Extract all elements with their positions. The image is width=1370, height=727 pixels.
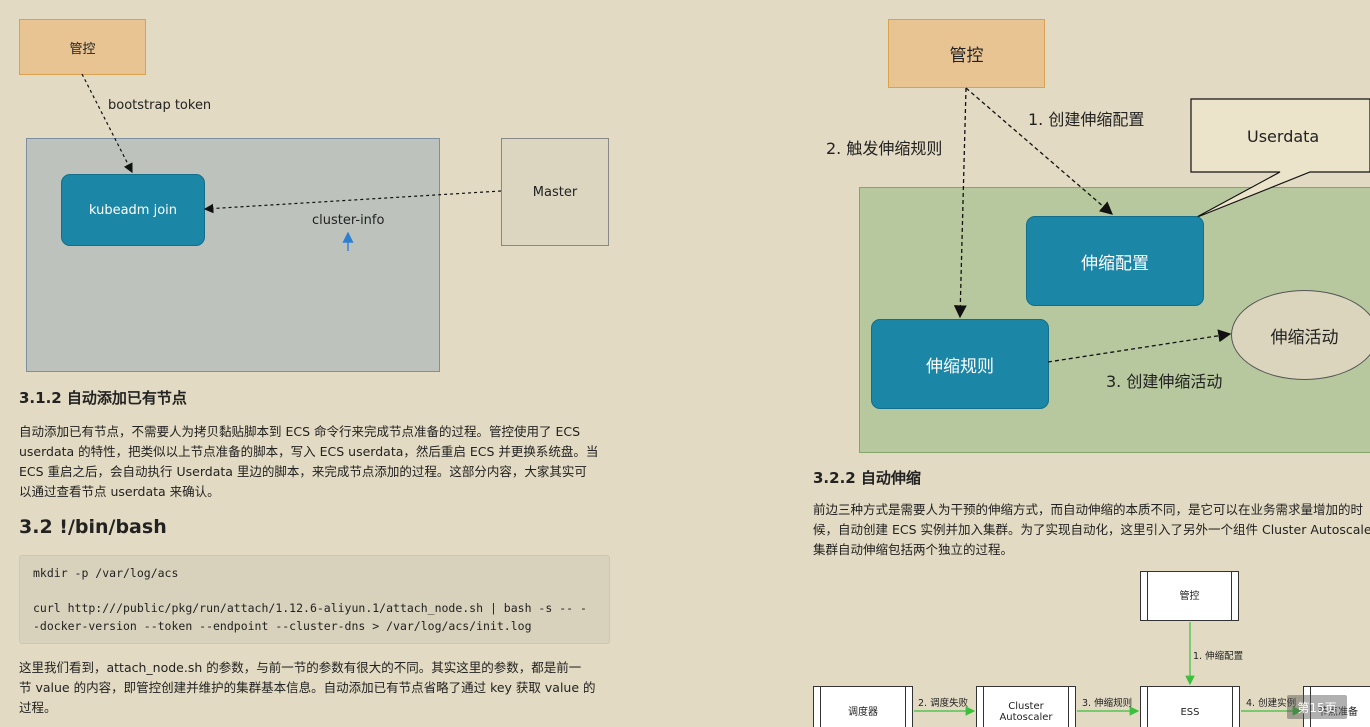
paragraph-line: 集群自动伸缩包括两个独立的过程。 [813,542,1014,557]
page-indicator-label: 第15页 [1297,700,1337,715]
page-indicator: 第15页 [1287,695,1347,719]
diagram3-arrows [914,622,1303,716]
fc-step2-label: 2. 调度失败 [918,698,969,709]
fc-node-prepare-box: 节点准备 [1303,686,1370,727]
paragraph-line: 以通过查看节点 userdata 来确认。 [19,484,220,499]
master-label: Master [532,184,578,200]
diagram1-arrows [81,73,502,251]
diagram2-arrows [953,87,1232,363]
cluster-info-label: cluster-info [312,213,385,228]
section-312-heading: 3.1.2 自动添加已有节点 [19,389,187,407]
left-page: 管控 kubeadm join Master bootstrap token c… [0,0,640,727]
scaling-activity-label: 伸缩活动 [1270,327,1339,348]
cluster-info-arrow [203,190,502,214]
scaling-config-box: 伸缩配置 [1026,216,1204,306]
step2-label: 2. 触发伸缩规则 [826,139,943,158]
scaling-config-label: 伸缩配置 [1081,253,1149,274]
control-box-label: 管控 [69,41,96,57]
section-322-paragraph: 前边三种方式是需要人为干预的伸缩方式，而自动伸缩的本质不同，是它可以在业务需求量… [813,500,1370,560]
step2-arrow [953,87,967,319]
bootstrap-arrow [81,73,133,174]
scaling-rule-box: 伸缩规则 [871,319,1049,409]
kubeadm-join-label: kubeadm join [88,202,178,218]
control-box: 管控 [888,19,1045,88]
section-32-paragraph: 这里我们看到，attach_node.sh 的参数，与前一节的参数有很大的不同。… [19,658,619,718]
paragraph-line: 自动添加已有节点，不需要人为拷贝黏贴脚本到 ECS 命令行来完成节点准备的过程。… [19,424,581,439]
scaling-rule-label: 伸缩规则 [926,356,994,377]
fc-ess-label: ESS [1180,706,1200,718]
master-box: Master [501,138,609,246]
step3-label: 3. 创建伸缩活动 [1106,372,1223,391]
section-312-paragraph: 自动添加已有节点，不需要人为拷贝黏贴脚本到 ECS 命令行来完成节点准备的过程。… [19,422,619,502]
paragraph-line: 节 value 的内容，即管控创建并维护的集群基本信息。自动添加已有节点省略了通… [19,680,596,695]
paragraph-line: 过程。 [19,700,57,715]
code-line: mkdir -p /var/log/acs [33,566,179,580]
fc-scheduler-label: 调度器 [848,706,878,718]
code-block: mkdir -p /var/log/acs curl http:///publi… [19,555,610,644]
paragraph-line: 候，自动创建 ECS 实例并加入集群。为了实现自动化，这里引入了另外一个组件 C… [813,522,1370,537]
scaling-activity-ellipse: 伸缩活动 [1231,290,1370,380]
step1-arrow [965,87,1113,215]
code-line: curl http:///public/pkg/run/attach/1.12.… [33,601,587,615]
section-32-heading: 3.2 !/bin/bash [19,516,167,538]
control-box-label: 管控 [949,46,984,66]
code-line: -docker-version --token --endpoint --clu… [33,619,532,633]
fc-autoscaler-label-line: Autoscaler [999,712,1053,723]
fc-step4-label: 4. 创建实例 [1246,698,1297,709]
fc-step3-label: 3. 伸缩规则 [1082,698,1133,709]
fc-autoscaler-label-line: Cluster [1008,701,1044,712]
fc-scheduler-box: 调度器 [813,686,913,727]
control-box: 管控 [19,19,146,75]
fc-control-label: 管控 [1179,590,1200,602]
section-322-heading: 3.2.2 自动伸缩 [813,469,921,487]
fc-control-box: 管控 [1140,571,1239,621]
fc-ess-box: ESS [1140,686,1240,727]
paragraph-line: ECS 重启之后，会自动执行 Userdata 里边的脚本，来完成节点添加的过程… [19,464,587,479]
step3-arrow [1047,329,1232,363]
userdata-label: Userdata [1247,127,1320,146]
fc-node-prepare-label: 节点准备 [1318,706,1358,718]
paragraph-line: 前边三种方式是需要人为干预的伸缩方式，而自动伸缩的本质不同，是它可以在业务需求量… [813,502,1364,517]
step1-label: 1. 创建伸缩配置 [1028,110,1145,129]
paragraph-line: 这里我们看到，attach_node.sh 的参数，与前一节的参数有很大的不同。… [19,660,582,675]
userdata-callout [1190,98,1370,219]
fc-autoscaler-label: Cluster Autoscaler [999,701,1052,723]
paragraph-line: userdata 的特性，把类似以上节点准备的脚本，写入 ECS userdat… [19,444,599,459]
bootstrap-token-label: bootstrap token [108,98,212,113]
right-page: 管控 1. 创建伸缩配置 2. 触发伸缩规则 Userdata 伸缩配置 伸缩规… [790,0,1370,727]
fc-step1-label: 1. 伸缩配置 [1193,651,1244,662]
fc-autoscaler-box: Cluster Autoscaler [976,686,1076,727]
